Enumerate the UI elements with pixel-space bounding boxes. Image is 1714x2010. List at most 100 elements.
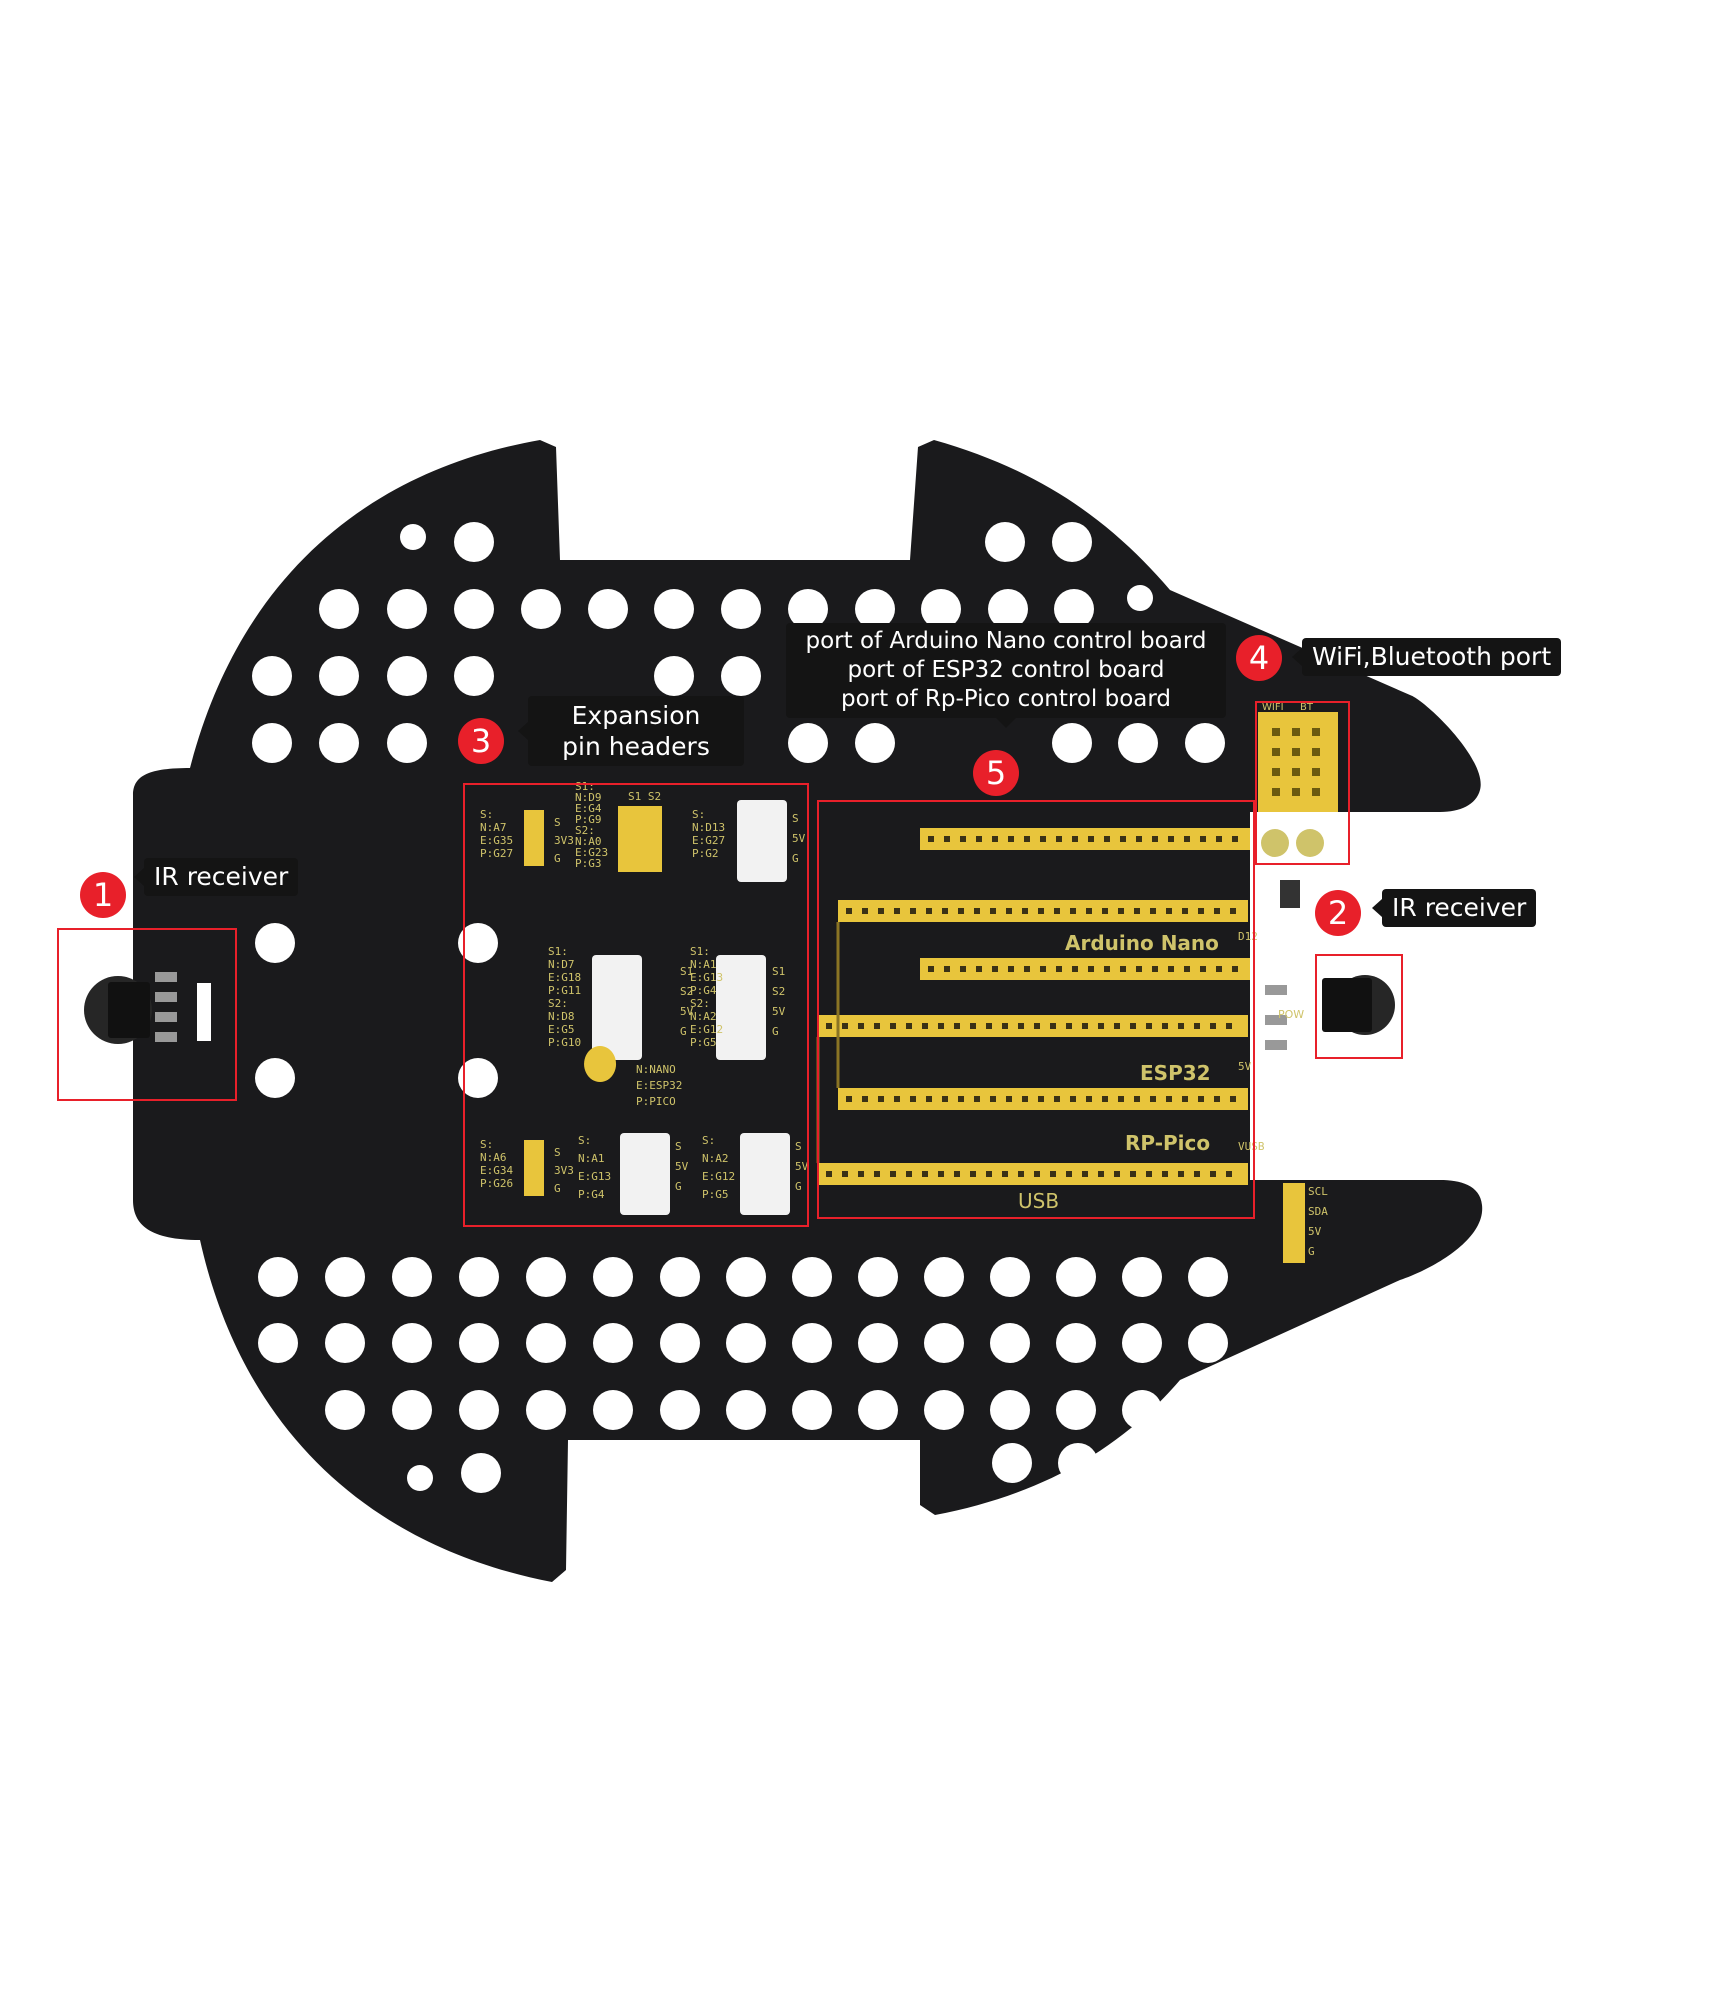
badge-4: 4 bbox=[1236, 635, 1282, 681]
header-pin-hole bbox=[1040, 836, 1046, 842]
mounting-hole bbox=[660, 1390, 700, 1430]
silkscreen-label: E:G12 bbox=[690, 1023, 723, 1036]
silkscreen-label: G bbox=[792, 852, 799, 865]
header-pin-hole bbox=[1102, 908, 1108, 914]
callout-line: pin headers bbox=[562, 732, 710, 761]
header-pin-hole bbox=[1120, 836, 1126, 842]
header-pin-hole bbox=[986, 1171, 992, 1177]
silkscreen-label: SCL bbox=[1308, 1185, 1328, 1198]
header-pin-hole bbox=[1104, 966, 1110, 972]
mounting-hole bbox=[319, 723, 359, 763]
header-pin-hole bbox=[1184, 966, 1190, 972]
mounting-hole bbox=[858, 1390, 898, 1430]
mounting-hole bbox=[325, 1390, 365, 1430]
header-pin-hole bbox=[942, 1096, 948, 1102]
mounting-hole bbox=[654, 656, 694, 696]
silkscreen-label: N:D7 bbox=[548, 958, 575, 971]
header-pin-hole bbox=[970, 1023, 976, 1029]
header-pin-hole bbox=[1216, 966, 1222, 972]
header-pin-hole bbox=[928, 836, 934, 842]
mounting-hole bbox=[726, 1323, 766, 1363]
mounting-hole bbox=[319, 656, 359, 696]
header-pin-hole bbox=[1198, 1096, 1204, 1102]
header-pin-hole bbox=[1168, 836, 1174, 842]
mounting-hole bbox=[988, 589, 1028, 629]
silkscreen-label: N:D9 bbox=[575, 791, 602, 804]
silkscreen-label: S2 bbox=[680, 985, 693, 998]
silkscreen-label: P:G4 bbox=[578, 1188, 605, 1201]
expansion-pin-headers bbox=[524, 800, 790, 1215]
header-pin-hole bbox=[846, 1096, 852, 1102]
callout-label: WiFi,Bluetooth port bbox=[1312, 642, 1552, 671]
header-pin-hole bbox=[990, 1096, 996, 1102]
mounting-hole bbox=[792, 1323, 832, 1363]
silkscreen-label: S: bbox=[578, 1134, 591, 1147]
header-pin-hole bbox=[1200, 966, 1206, 972]
silkscreen-label: P:G26 bbox=[480, 1177, 513, 1190]
highlight-expansion bbox=[463, 783, 809, 1227]
header-pin-hole bbox=[992, 966, 998, 972]
header-pin-hole bbox=[878, 908, 884, 914]
callout-expansion-pin-headers: Expansion pin headers bbox=[518, 696, 744, 766]
header-pin-hole bbox=[1226, 1171, 1232, 1177]
white-connector bbox=[716, 955, 766, 1060]
header-pin-hole bbox=[1056, 836, 1062, 842]
header-pin-hole bbox=[1152, 836, 1158, 842]
header-pin-hole bbox=[1022, 1096, 1028, 1102]
header-pin-hole bbox=[1216, 836, 1222, 842]
controller-headers: Arduino Nano ESP32 RP-Pico USB POW bbox=[816, 828, 1304, 1213]
mounting-hole bbox=[1185, 723, 1225, 763]
header-pin-hole bbox=[1034, 1023, 1040, 1029]
silkscreen-label: E:ESP32 bbox=[636, 1079, 682, 1092]
header-pin-hole bbox=[1104, 836, 1110, 842]
esp32-silk: ESP32 bbox=[1140, 1061, 1211, 1085]
white-connector bbox=[592, 955, 642, 1060]
wifi-silk: WIFI bbox=[1262, 702, 1284, 713]
header-pin-hole bbox=[1162, 1171, 1168, 1177]
header-pin-hole bbox=[1146, 1171, 1152, 1177]
mounting-hole bbox=[726, 1390, 766, 1430]
mounting-hole bbox=[992, 1443, 1032, 1483]
mounting-hole bbox=[526, 1323, 566, 1363]
silkscreen-label: G bbox=[1308, 1245, 1315, 1258]
mounting-hole bbox=[924, 1390, 964, 1430]
mounting-hole bbox=[454, 656, 494, 696]
mounting-hole bbox=[792, 1390, 832, 1430]
highlight-ir-right bbox=[1315, 954, 1403, 1059]
silkscreen-label: N:A0 bbox=[575, 835, 602, 848]
female-header bbox=[920, 828, 1250, 850]
badge-2: 2 bbox=[1315, 890, 1361, 936]
header-pin-hole bbox=[944, 836, 950, 842]
header-pin-hole bbox=[1054, 1096, 1060, 1102]
header-pin-hole bbox=[1018, 1171, 1024, 1177]
callout-ir-receiver-1: IR receiver bbox=[133, 858, 299, 896]
callout-controller-ports: port of Arduino Nano control board port … bbox=[786, 623, 1226, 728]
silkscreen-label: 5V bbox=[1308, 1225, 1322, 1238]
silkscreen-label: 5V bbox=[792, 832, 806, 845]
mounting-hole bbox=[400, 524, 426, 550]
silkscreen-label: E:G35 bbox=[480, 834, 513, 847]
header-pin-hole bbox=[986, 1023, 992, 1029]
female-header bbox=[818, 1163, 1248, 1185]
mounting-hole bbox=[325, 1257, 365, 1297]
female-header bbox=[920, 958, 1250, 980]
i2c-header bbox=[1283, 1183, 1305, 1263]
silkscreen-label: E:G18 bbox=[548, 971, 581, 984]
header-pin-hole bbox=[1072, 836, 1078, 842]
wifi-bluetooth-port: WIFI BT bbox=[1258, 702, 1338, 857]
silkscreen-label: E:G12 bbox=[702, 1170, 735, 1183]
header-pin-hole bbox=[1098, 1171, 1104, 1177]
mounting-hole bbox=[792, 1257, 832, 1297]
header-pin-hole bbox=[1178, 1023, 1184, 1029]
header-pin-hole bbox=[928, 966, 934, 972]
header-pin-hole bbox=[878, 1096, 884, 1102]
header-pin-hole bbox=[1022, 908, 1028, 914]
silkscreen-label: E:G23 bbox=[575, 846, 608, 859]
mounting-hole bbox=[924, 1323, 964, 1363]
header-pin-hole bbox=[1210, 1023, 1216, 1029]
mounting-hole bbox=[319, 589, 359, 629]
silkscreen-label: S: bbox=[480, 1138, 493, 1151]
silkscreen-label: P:G27 bbox=[480, 847, 513, 860]
mounting-hole bbox=[255, 1058, 295, 1098]
silkscreen-label: G bbox=[554, 852, 561, 865]
